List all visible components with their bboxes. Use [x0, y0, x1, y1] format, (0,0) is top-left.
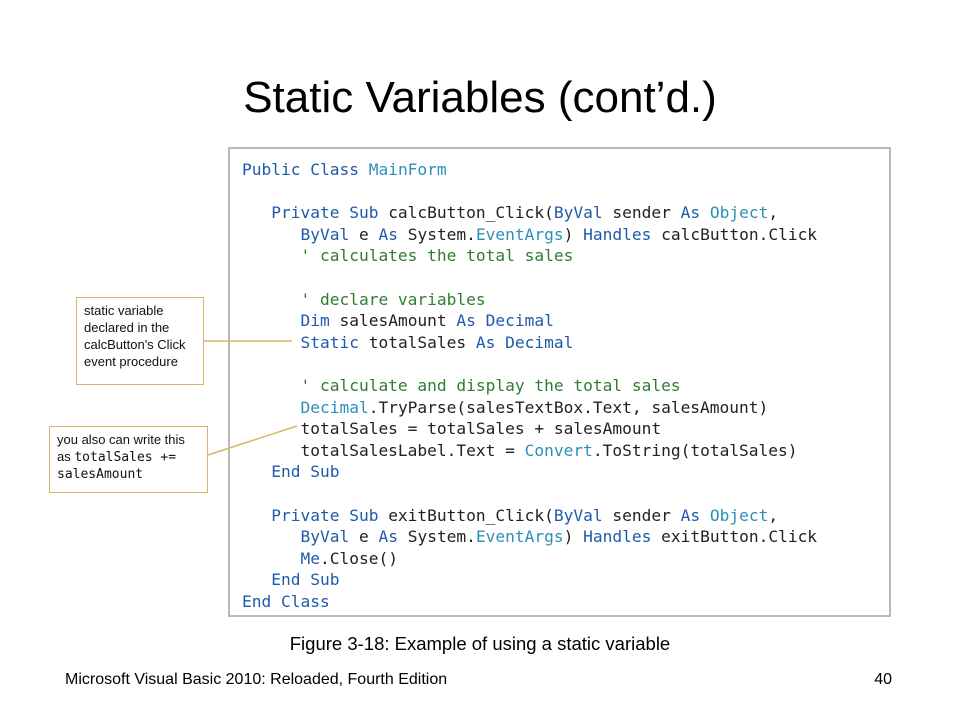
code-token: Dim	[242, 311, 340, 331]
figure-caption: Figure 3-18: Example of using a static v…	[289, 633, 671, 654]
code-token: Handles	[583, 224, 662, 244]
code-line: ByVal e As System.EventArgs) Handles exi…	[242, 526, 817, 548]
code-token: As	[378, 224, 408, 244]
callout-text-line: as totalSales +=	[57, 448, 200, 466]
code-token: Private Sub	[242, 505, 389, 525]
code-line: ByVal e As System.EventArgs) Handles cal…	[242, 224, 817, 246]
code-token: Convert	[524, 440, 593, 460]
code-token: ByVal	[553, 505, 613, 525]
code-token: Static	[242, 332, 369, 352]
code-token: e	[358, 224, 379, 244]
code-token: Private Sub	[242, 203, 389, 223]
code-line: Static totalSales As Decimal	[242, 332, 817, 354]
code-token: ByVal	[242, 527, 359, 547]
code-token: Public Class	[242, 160, 369, 179]
code-token: ,	[768, 505, 779, 525]
code-token: .TryParse(salesTextBox.Text, salesAmount…	[368, 397, 769, 417]
code-token: End Sub	[242, 570, 340, 590]
code-token: Handles	[583, 527, 662, 547]
code-token: End Class	[242, 591, 330, 611]
callout-text-line: calcButton's Click	[84, 337, 186, 352]
callout-static-variable: static variable declared in the calcButt…	[76, 297, 204, 385]
callout-text: as	[57, 449, 75, 464]
code-token: ' declare variables	[242, 289, 486, 309]
code-token: totalSales = totalSales + salesAmount	[242, 419, 662, 439]
code-line: Public Class MainForm	[242, 159, 817, 181]
code-line	[242, 267, 817, 289]
code-token: .Close()	[319, 548, 398, 568]
code-token: As	[680, 203, 710, 223]
code-token: System.	[407, 224, 476, 244]
code-token: ' calculates the total sales	[242, 246, 574, 266]
code-token: e	[358, 527, 379, 547]
code-line	[242, 181, 817, 203]
callout-code: totalSales +=	[74, 450, 177, 465]
code-token: Me	[242, 548, 320, 568]
footer-book-title: Microsoft Visual Basic 2010: Reloaded, F…	[65, 671, 448, 688]
code-line: ' declare variables	[242, 289, 817, 311]
code-listing: Public Class MainForm Private Sub calcBu…	[242, 159, 817, 612]
code-token: As	[680, 505, 710, 525]
code-line: End Sub	[242, 569, 817, 591]
callout-code: salesAmount	[57, 467, 144, 482]
code-token: exitButton_Click(	[388, 505, 554, 525]
code-line: End Class	[242, 591, 817, 613]
code-token: System.	[407, 527, 476, 547]
code-line: Me.Close()	[242, 548, 817, 570]
callout-text-line: you also can write this	[57, 432, 185, 447]
code-line: End Sub	[242, 461, 817, 483]
code-listing-box: Public Class MainForm Private Sub calcBu…	[228, 147, 891, 617]
code-line: Private Sub calcButton_Click(ByVal sende…	[242, 202, 817, 224]
code-line: totalSales = totalSales + salesAmount	[242, 418, 817, 440]
code-line	[242, 483, 817, 505]
code-token: EventArgs	[475, 224, 564, 244]
code-token: Decimal	[242, 397, 369, 417]
code-line: totalSalesLabel.Text = Convert.ToString(…	[242, 440, 817, 462]
code-token: ' calculate and display the total sales	[242, 375, 681, 395]
code-token: calcButton.Click	[661, 224, 818, 244]
code-token: ByVal	[553, 203, 613, 223]
code-token: As	[378, 527, 408, 547]
code-line: ' calculate and display the total sales	[242, 375, 817, 397]
code-line	[242, 353, 817, 375]
callout-text-line: static variable	[84, 303, 164, 318]
code-line: Private Sub exitButton_Click(ByVal sende…	[242, 505, 817, 527]
code-token: exitButton.Click	[661, 527, 818, 547]
code-token: .ToString(totalSales)	[592, 440, 798, 460]
code-token: Object	[709, 505, 769, 525]
code-token: Object	[709, 203, 769, 223]
code-token: EventArgs	[475, 527, 564, 547]
callout-compound-assignment: you also can write this as totalSales +=…	[49, 426, 208, 493]
code-token: As Decimal	[456, 311, 554, 331]
code-line: Dim salesAmount As Decimal	[242, 310, 817, 332]
code-token: End Sub	[242, 462, 340, 482]
code-token: sender	[612, 203, 681, 223]
slide-title: Static Variables (cont’d.)	[243, 73, 717, 122]
code-token: sender	[612, 505, 681, 525]
code-token: As Decimal	[475, 332, 574, 352]
callout-text-line: declared in the	[84, 320, 170, 335]
page-number: 40	[874, 671, 892, 688]
code-line: ' calculates the total sales	[242, 245, 817, 267]
code-token: )	[563, 527, 584, 547]
code-token: calcButton_Click(	[388, 203, 554, 223]
code-token: totalSalesLabel.Text =	[242, 440, 525, 460]
code-line: Decimal.TryParse(salesTextBox.Text, sale…	[242, 397, 817, 419]
code-token: MainForm	[368, 160, 447, 179]
code-token: salesAmount	[339, 311, 457, 331]
callout-text-line: event procedure	[84, 354, 178, 369]
code-token: ,	[768, 203, 779, 223]
code-token: totalSales	[368, 332, 476, 352]
code-token: ByVal	[242, 224, 359, 244]
code-token: )	[563, 224, 584, 244]
